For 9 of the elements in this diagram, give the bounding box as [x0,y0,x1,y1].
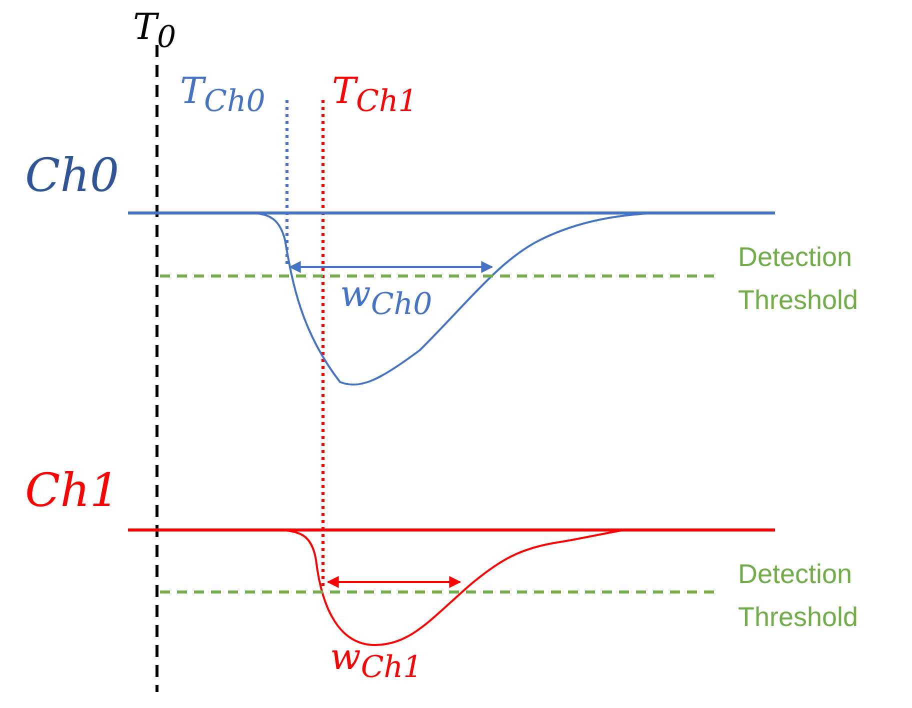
pulse-width-label: w$_{Ch0}$ [340,275,432,322]
channel-label: Ch0 [25,150,120,201]
pulse-width-label: w$_{Ch1}$ [330,638,422,684]
time-marker-label: T$_{Ch1}$ [332,72,418,118]
threshold-label: Detection Threshold [738,558,860,634]
threshold-label: Detection Threshold [738,241,860,318]
time-marker-label: T$_{Ch0}$ [180,72,266,118]
channel-label: Ch1 [25,465,120,516]
time-marker-label: T$_{0}$ [133,8,176,54]
